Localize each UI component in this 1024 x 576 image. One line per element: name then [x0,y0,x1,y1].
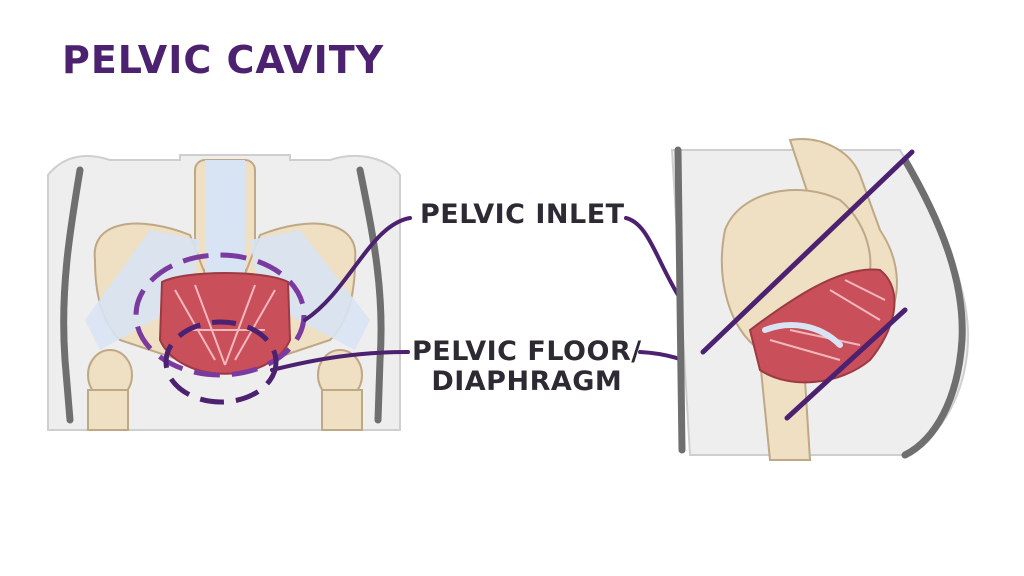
right-ligaments [250,230,370,350]
side-ligament [762,322,843,348]
inlet-leader-left [303,216,412,322]
pelvic-floor-label: PELVIC FLOOR/ DIAPHRAGM [412,337,642,397]
pelvic-floor-label-line2: DIAPHRAGM [431,366,623,397]
page-title: PELVIC CAVITY [62,38,385,82]
side-back-outline [674,146,686,454]
side-front-outline [901,156,966,459]
pelvic-floor-label-line1: PELVIC FLOOR/ [412,336,642,367]
left-femur [87,389,129,431]
right-body-outline [356,166,385,424]
pelvic-inlet-label: PELVIC INLET [420,199,625,230]
pelvic-inlet-outline [133,252,307,378]
floor-leader-left [270,350,410,372]
front-pelvis-view [47,154,401,431]
pelvic-inlet-plane-line [700,149,915,355]
right-femur [321,389,363,431]
pelvic-floor-plane-line [784,307,908,421]
left-body-outline [60,166,84,424]
side-pelvis-view [670,138,970,461]
pelvic-floor-outline [163,319,279,405]
side-muscle-fibers [769,279,886,361]
